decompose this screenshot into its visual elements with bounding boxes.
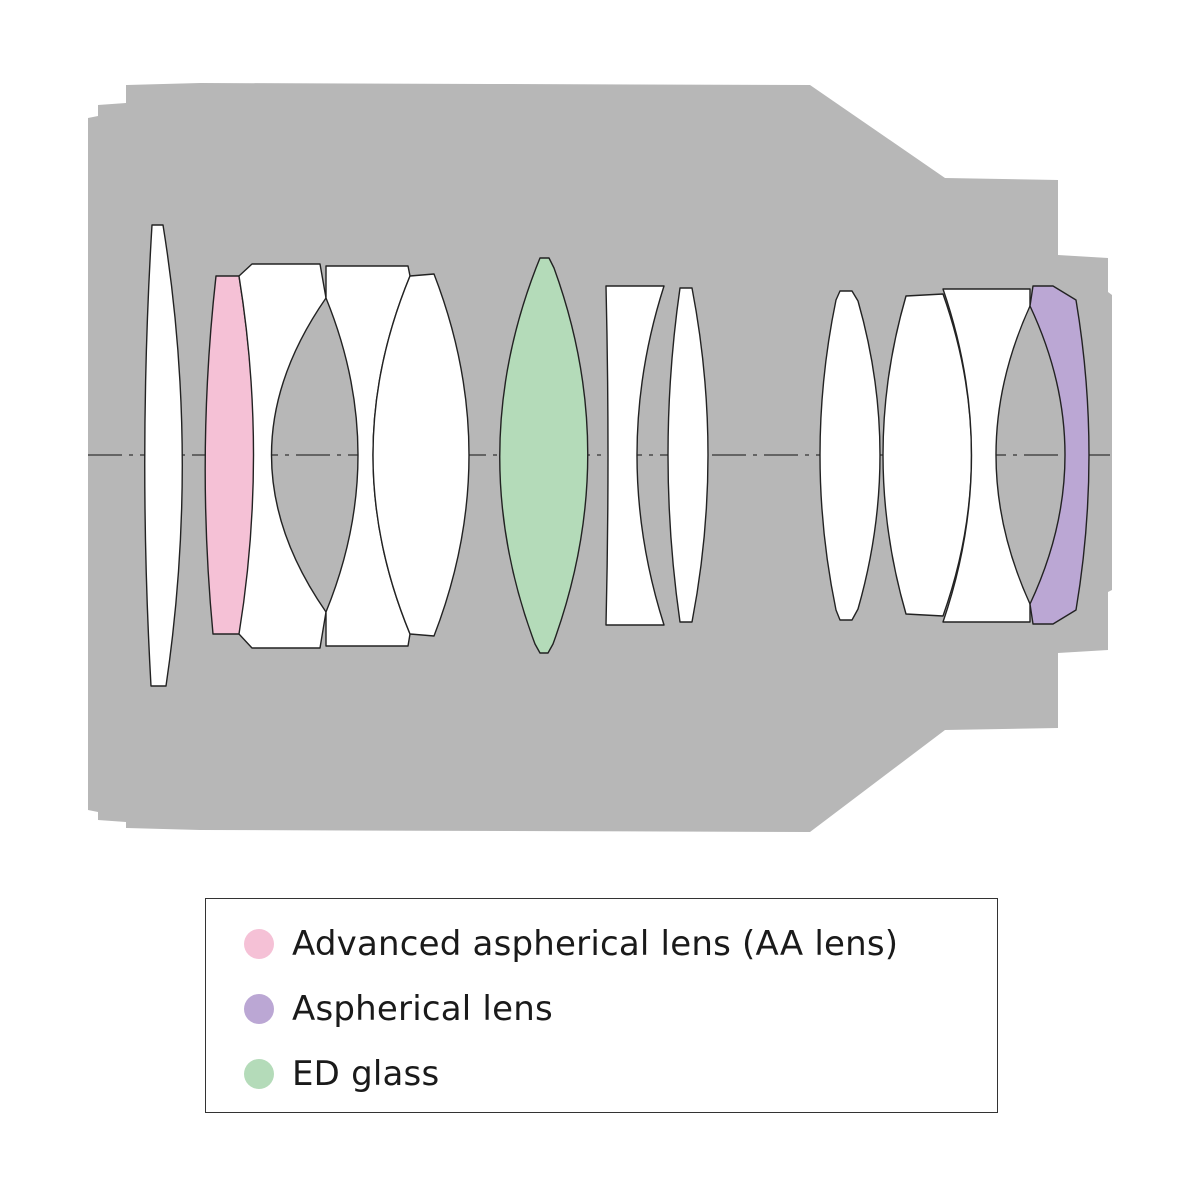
pink-dot-icon bbox=[244, 929, 274, 959]
legend-label-aa-lens: Advanced aspherical lens (AA lens) bbox=[292, 924, 899, 964]
lens-construction-diagram bbox=[88, 83, 1112, 832]
legend-item-ed-glass: ED glass bbox=[244, 1049, 439, 1099]
lens-element-7 bbox=[605, 285, 665, 626]
legend-item-aa-lens: Advanced aspherical lens (AA lens) bbox=[244, 919, 898, 969]
lens-element-3 bbox=[238, 263, 327, 649]
legend-item-aspherical-lens: Aspherical lens bbox=[244, 984, 553, 1034]
lens-element-8 bbox=[667, 287, 709, 623]
legend-label-ed-glass: ED glass bbox=[292, 1054, 440, 1094]
lens-element-5 bbox=[372, 273, 470, 637]
lens-element-1 bbox=[144, 224, 183, 687]
green-dot-icon bbox=[244, 1059, 274, 1089]
lens-element-12 bbox=[1029, 285, 1090, 625]
legend-label-aspherical-lens: Aspherical lens bbox=[292, 989, 553, 1029]
lens-element-6 bbox=[499, 257, 589, 654]
legend: Advanced aspherical lens (AA lens) Asphe… bbox=[205, 898, 998, 1113]
lens-element-9 bbox=[819, 290, 881, 621]
lens-element-11 bbox=[942, 288, 1031, 623]
purple-dot-icon bbox=[244, 994, 274, 1024]
